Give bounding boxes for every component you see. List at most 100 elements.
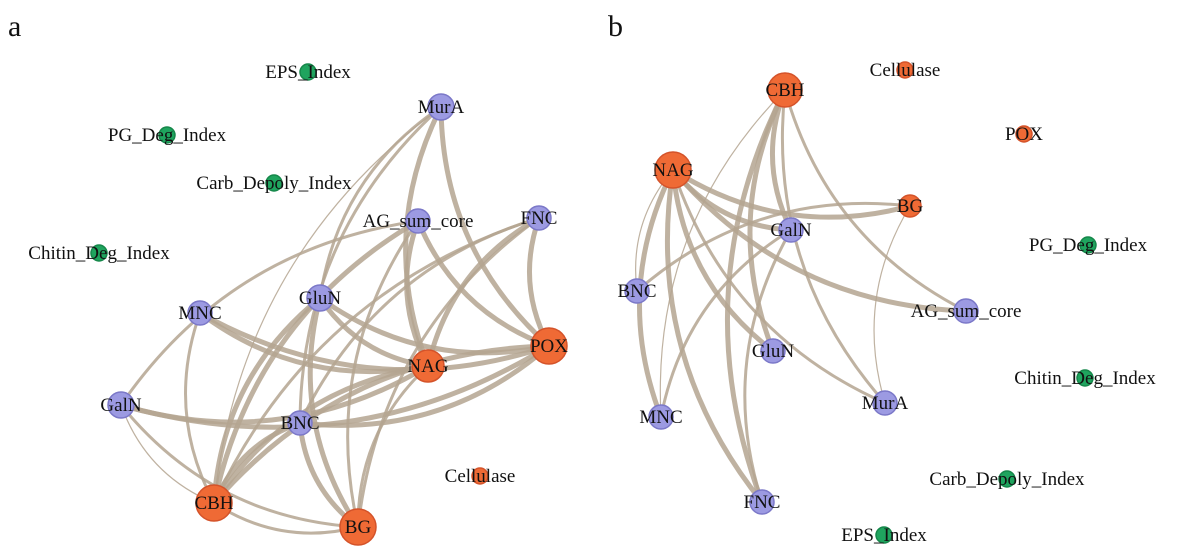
node-bg[interactable]: BG — [897, 194, 924, 218]
edge-galn-fnc — [743, 228, 793, 504]
edge-nag-ag-sum-core — [670, 167, 969, 314]
node-mnc-marker — [187, 300, 213, 326]
node-mura-label: MurA — [862, 393, 909, 414]
node-fnc-marker — [749, 489, 775, 515]
node-cbh-marker — [195, 484, 233, 522]
edge-cbh-fnc — [724, 87, 788, 505]
node-nag[interactable]: NAG — [652, 151, 694, 189]
edge-mura-pox — [438, 104, 552, 349]
node-bg-label: BG — [897, 196, 924, 217]
node-carb-depoly-index[interactable]: Carb_Depoly_Index — [196, 173, 352, 194]
edge-mura-nag — [403, 104, 444, 369]
edge-glun-cbh — [211, 295, 323, 506]
node-mura[interactable]: MurA — [418, 93, 465, 121]
node-cellulase-marker — [896, 61, 914, 79]
edge-nag-bg — [356, 364, 430, 529]
node-galn[interactable]: GalN — [100, 391, 142, 419]
node-eps-index[interactable]: EPS_Index — [841, 525, 927, 546]
node-ag-sum-core[interactable]: AG_sum_core — [911, 298, 1022, 324]
node-mnc[interactable]: MNC — [639, 404, 683, 430]
edge-galn-pox — [118, 343, 552, 430]
node-glun[interactable]: GluN — [752, 338, 795, 364]
node-cbh[interactable]: CBH — [194, 484, 234, 522]
node-mnc-marker — [648, 404, 674, 430]
panel-b-letter: b — [608, 10, 623, 43]
node-glun-label: GluN — [299, 288, 342, 309]
node-bnc-label: BNC — [617, 281, 656, 302]
node-galn-marker — [107, 391, 135, 419]
node-chitin-deg-index-label: Chitin_Deg_Index — [28, 243, 170, 264]
node-ag-sum-core-label: AG_sum_core — [911, 301, 1022, 322]
node-galn-label: GalN — [100, 395, 141, 416]
node-fnc-marker — [526, 205, 552, 231]
node-cellulase[interactable]: Cellulase — [445, 466, 516, 487]
node-glun[interactable]: GluN — [299, 284, 342, 312]
node-glun-marker — [306, 284, 334, 312]
edge-pox-cbh — [211, 343, 552, 506]
node-bnc-marker — [287, 410, 313, 436]
edge-mnc-cbh — [184, 311, 216, 505]
panel-a: a EPS_IndexPG_Deg_IndexCarb_Depoly_Index… — [8, 10, 568, 546]
node-mura-label: MurA — [418, 97, 465, 118]
edge-mura-glun — [318, 105, 443, 300]
node-eps-index-label: EPS_Index — [841, 525, 927, 546]
node-carb-depoly-index-marker — [998, 470, 1016, 488]
node-pg-deg-index-label: PG_Deg_Index — [1029, 235, 1148, 256]
node-fnc-label: FNC — [521, 208, 558, 229]
node-nag[interactable]: NAG — [407, 349, 449, 383]
edge-mura-bnc — [298, 105, 443, 425]
node-fnc-label: FNC — [744, 492, 781, 513]
node-pox-marker — [1015, 125, 1033, 143]
node-bnc[interactable]: BNC — [280, 410, 320, 436]
edge-glun-pox — [317, 295, 552, 356]
node-cellulase[interactable]: Cellulase — [870, 60, 941, 81]
node-pox-marker — [530, 327, 568, 365]
panel-a-nodes: EPS_IndexPG_Deg_IndexCarb_Depoly_IndexCh… — [28, 62, 568, 546]
node-mnc-label: MNC — [639, 407, 682, 428]
node-ag-sum-core-label: AG_sum_core — [363, 211, 474, 232]
node-eps-index-label: EPS_Index — [265, 62, 351, 83]
node-pox[interactable]: POX — [530, 327, 568, 365]
node-mura-marker — [872, 390, 898, 416]
node-bnc[interactable]: BNC — [617, 278, 657, 304]
node-nag-marker — [654, 151, 692, 189]
node-bg[interactable]: BG — [339, 508, 377, 546]
node-eps-index-marker — [299, 63, 317, 81]
node-cbh-marker — [767, 72, 803, 108]
node-chitin-deg-index[interactable]: Chitin_Deg_Index — [28, 243, 170, 264]
edge-fnc-bnc — [298, 216, 541, 425]
node-ag-sum-core-marker — [405, 208, 431, 234]
node-cbh[interactable]: CBH — [765, 72, 805, 108]
node-pg-deg-index[interactable]: PG_Deg_Index — [1029, 235, 1148, 256]
node-ag-sum-core[interactable]: AG_sum_core — [363, 208, 474, 234]
node-pg-deg-index-marker — [158, 126, 176, 144]
node-pg-deg-index[interactable]: PG_Deg_Index — [108, 125, 227, 146]
node-nag-label: NAG — [652, 160, 693, 181]
edge-bg-mura — [873, 205, 911, 404]
node-fnc[interactable]: FNC — [521, 205, 558, 231]
node-galn[interactable]: GalN — [770, 217, 812, 243]
node-cellulase-marker — [471, 467, 489, 485]
node-bnc-marker — [624, 278, 650, 304]
node-mura[interactable]: MurA — [862, 390, 909, 416]
node-fnc[interactable]: FNC — [744, 489, 781, 515]
node-carb-depoly-index-marker — [265, 174, 283, 192]
edge-fnc-bg — [356, 216, 541, 529]
node-nag-marker — [411, 349, 445, 383]
node-pg-deg-index-label: PG_Deg_Index — [108, 125, 227, 146]
node-carb-depoly-index[interactable]: Carb_Depoly_Index — [929, 469, 1085, 490]
node-chitin-deg-index-marker — [90, 244, 108, 262]
panel-b-edges — [635, 87, 969, 505]
node-chitin-deg-index[interactable]: Chitin_Deg_Index — [1014, 368, 1156, 389]
edge-cbh-mnc — [659, 89, 786, 418]
edge-mnc-pox — [197, 310, 552, 373]
node-pox[interactable]: POX — [1005, 124, 1043, 145]
node-eps-index[interactable]: EPS_Index — [265, 62, 351, 83]
node-galn-label: GalN — [770, 220, 811, 241]
node-bg-marker — [898, 194, 922, 218]
node-carb-depoly-index-label: Carb_Depoly_Index — [196, 173, 352, 194]
node-glun-marker — [760, 338, 786, 364]
node-chitin-deg-index-label: Chitin_Deg_Index — [1014, 368, 1156, 389]
node-mnc[interactable]: MNC — [178, 300, 222, 326]
